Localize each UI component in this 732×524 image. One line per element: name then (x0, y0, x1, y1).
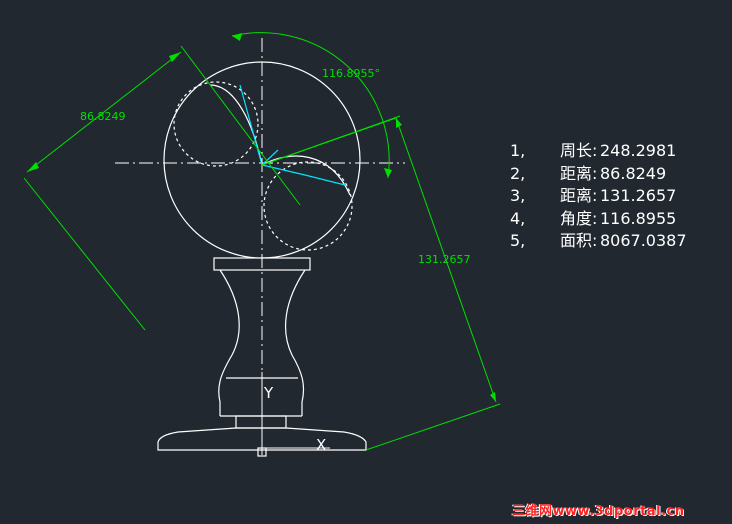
dim1-ext-b (180, 45, 301, 206)
result-row: 5, 面积:8067.0387 (510, 230, 687, 253)
lobe-arc-left (209, 84, 263, 166)
ucs-x-label: X (316, 436, 326, 454)
dim3-line (395, 117, 497, 403)
dim1-ext-a (23, 177, 146, 331)
collar (213, 257, 311, 271)
dim3-ext-b (365, 403, 501, 451)
result-value: 116.8955 (600, 208, 677, 228)
knob-geometry (157, 61, 367, 457)
selection-highlight (239, 84, 346, 186)
measurement-results: 1, 周长:248.2981 2, 距离:86.8249 3, 距离:131.2657… (510, 140, 687, 253)
ucs-icon (261, 372, 330, 449)
stem-right (285, 269, 306, 403)
result-index: 2, (510, 163, 526, 183)
result-row: 4, 角度:116.8955 (510, 208, 687, 231)
dim-label-angle: 116.8955° (322, 67, 380, 80)
dim3-ext-a (261, 115, 401, 166)
upper-left-lobe (173, 81, 259, 167)
base-neck (235, 415, 287, 429)
result-value: 8067.0387 (600, 231, 687, 250)
dim1-line (26, 51, 182, 173)
result-value: 131.2657 (600, 186, 677, 205)
angle-arc (231, 32, 390, 179)
result-label: 面积: (560, 231, 598, 250)
center-lines (115, 38, 405, 455)
result-index: 1, (510, 141, 526, 160)
result-label: 角度: (560, 208, 598, 228)
result-label: 距离: (560, 186, 598, 205)
result-index: 3, (510, 186, 526, 205)
dim-label-distance: 86.8249 (80, 110, 126, 123)
dimension-annotations (23, 32, 501, 451)
lobe-arc-right (261, 155, 351, 196)
result-label: 距离: (560, 163, 598, 183)
ucs-y-label: Y (263, 384, 274, 402)
watermark: 三维网www.3dportal.cn (512, 504, 685, 519)
lower-right-lobe (263, 161, 353, 251)
result-row: 3, 距离:131.2657 (510, 185, 687, 208)
result-row: 1, 周长:248.2981 (510, 140, 687, 163)
result-row: 2, 距离:86.8249 (510, 163, 687, 186)
stem-left (218, 269, 240, 403)
result-value: 86.8249 (600, 163, 667, 183)
result-label: 周长: (560, 141, 598, 160)
result-index: 4, (510, 208, 526, 228)
dimension-arrows (27, 33, 496, 402)
dim-label-long: 131.2657 (418, 253, 471, 266)
result-value: 248.2981 (600, 141, 677, 160)
base-plate (157, 427, 367, 451)
result-index: 5, (510, 231, 526, 250)
